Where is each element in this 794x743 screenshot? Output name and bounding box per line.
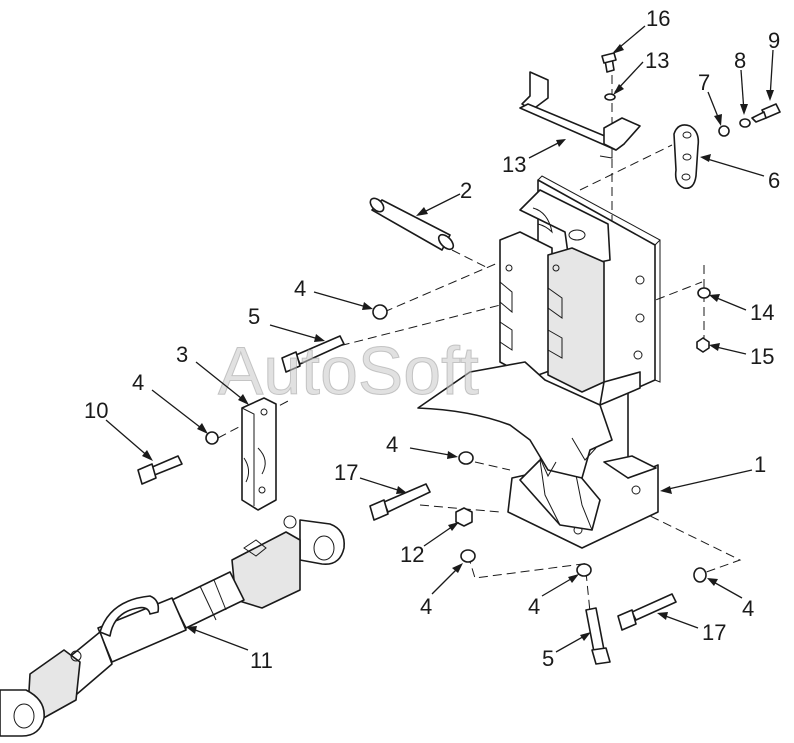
- bolt-part-17-right: [617, 593, 677, 631]
- callout-11: 11: [250, 648, 273, 673]
- bolt-part-10: [137, 455, 183, 485]
- bolt-part-9: [751, 103, 781, 123]
- callout-17-left: 17: [334, 460, 358, 485]
- callout-4-lower-right: 4: [742, 596, 754, 621]
- callout-4-lower-left: 4: [420, 594, 432, 619]
- nut-part-15: [696, 337, 710, 353]
- link-plate-part-6: [673, 124, 700, 190]
- bolt-part-17-left: [369, 483, 431, 521]
- bolt-part-5-lower: [585, 607, 611, 665]
- callout-17-right: 17: [702, 620, 726, 645]
- spacer-part-7: [718, 125, 730, 137]
- washer-part-8: [739, 118, 751, 128]
- skid-plate: [417, 361, 613, 479]
- leader-lines: [105, 25, 774, 653]
- callout-3: 3: [176, 342, 188, 367]
- callout-labels: 16 13 13 9 8 7 6 2 4 5 3 4 10 14 15 4 17…: [84, 6, 780, 673]
- callout-7: 7: [698, 70, 710, 95]
- callout-4-upper: 4: [294, 276, 306, 301]
- washer-part-14: [697, 287, 711, 299]
- pin-part-2: [369, 197, 455, 251]
- callout-1: 1: [754, 452, 766, 477]
- callout-13-lower: 13: [502, 152, 526, 177]
- callout-8: 8: [734, 48, 746, 73]
- washer-part-4-lower-left: [460, 549, 476, 563]
- callout-12: 12: [400, 542, 424, 567]
- callout-9: 9: [768, 28, 780, 53]
- callout-5-upper: 5: [248, 304, 260, 329]
- nut-part-12: [455, 507, 473, 527]
- callout-4-left: 4: [132, 370, 144, 395]
- clamp-block-part-3: [241, 397, 277, 511]
- callout-10: 10: [84, 398, 108, 423]
- upper-bracket-part-13: [519, 71, 641, 159]
- callout-2: 2: [460, 178, 472, 203]
- callout-15: 15: [750, 344, 774, 369]
- watermark: AutoSoft: [218, 333, 479, 409]
- bolt-part-16: [601, 52, 617, 73]
- callout-5-lower: 5: [542, 646, 554, 671]
- callout-4-lower-mid: 4: [528, 594, 540, 619]
- callout-16: 16: [646, 6, 670, 31]
- washer-part-4-lower-right: [693, 567, 707, 583]
- washer-part-4-mid: [458, 451, 474, 465]
- callout-13-upper: 13: [645, 48, 669, 73]
- washer-part-4-left: [205, 431, 219, 445]
- callout-6: 6: [768, 168, 780, 193]
- callout-14: 14: [750, 300, 774, 325]
- washer-part-13: [604, 93, 616, 101]
- callout-4-mid: 4: [386, 432, 398, 457]
- washer-part-4-lower-mid: [576, 563, 592, 577]
- washer-part-4-upper: [372, 304, 388, 320]
- top-link-part-11: [0, 515, 346, 737]
- bolt-part-5-upper: [281, 335, 345, 373]
